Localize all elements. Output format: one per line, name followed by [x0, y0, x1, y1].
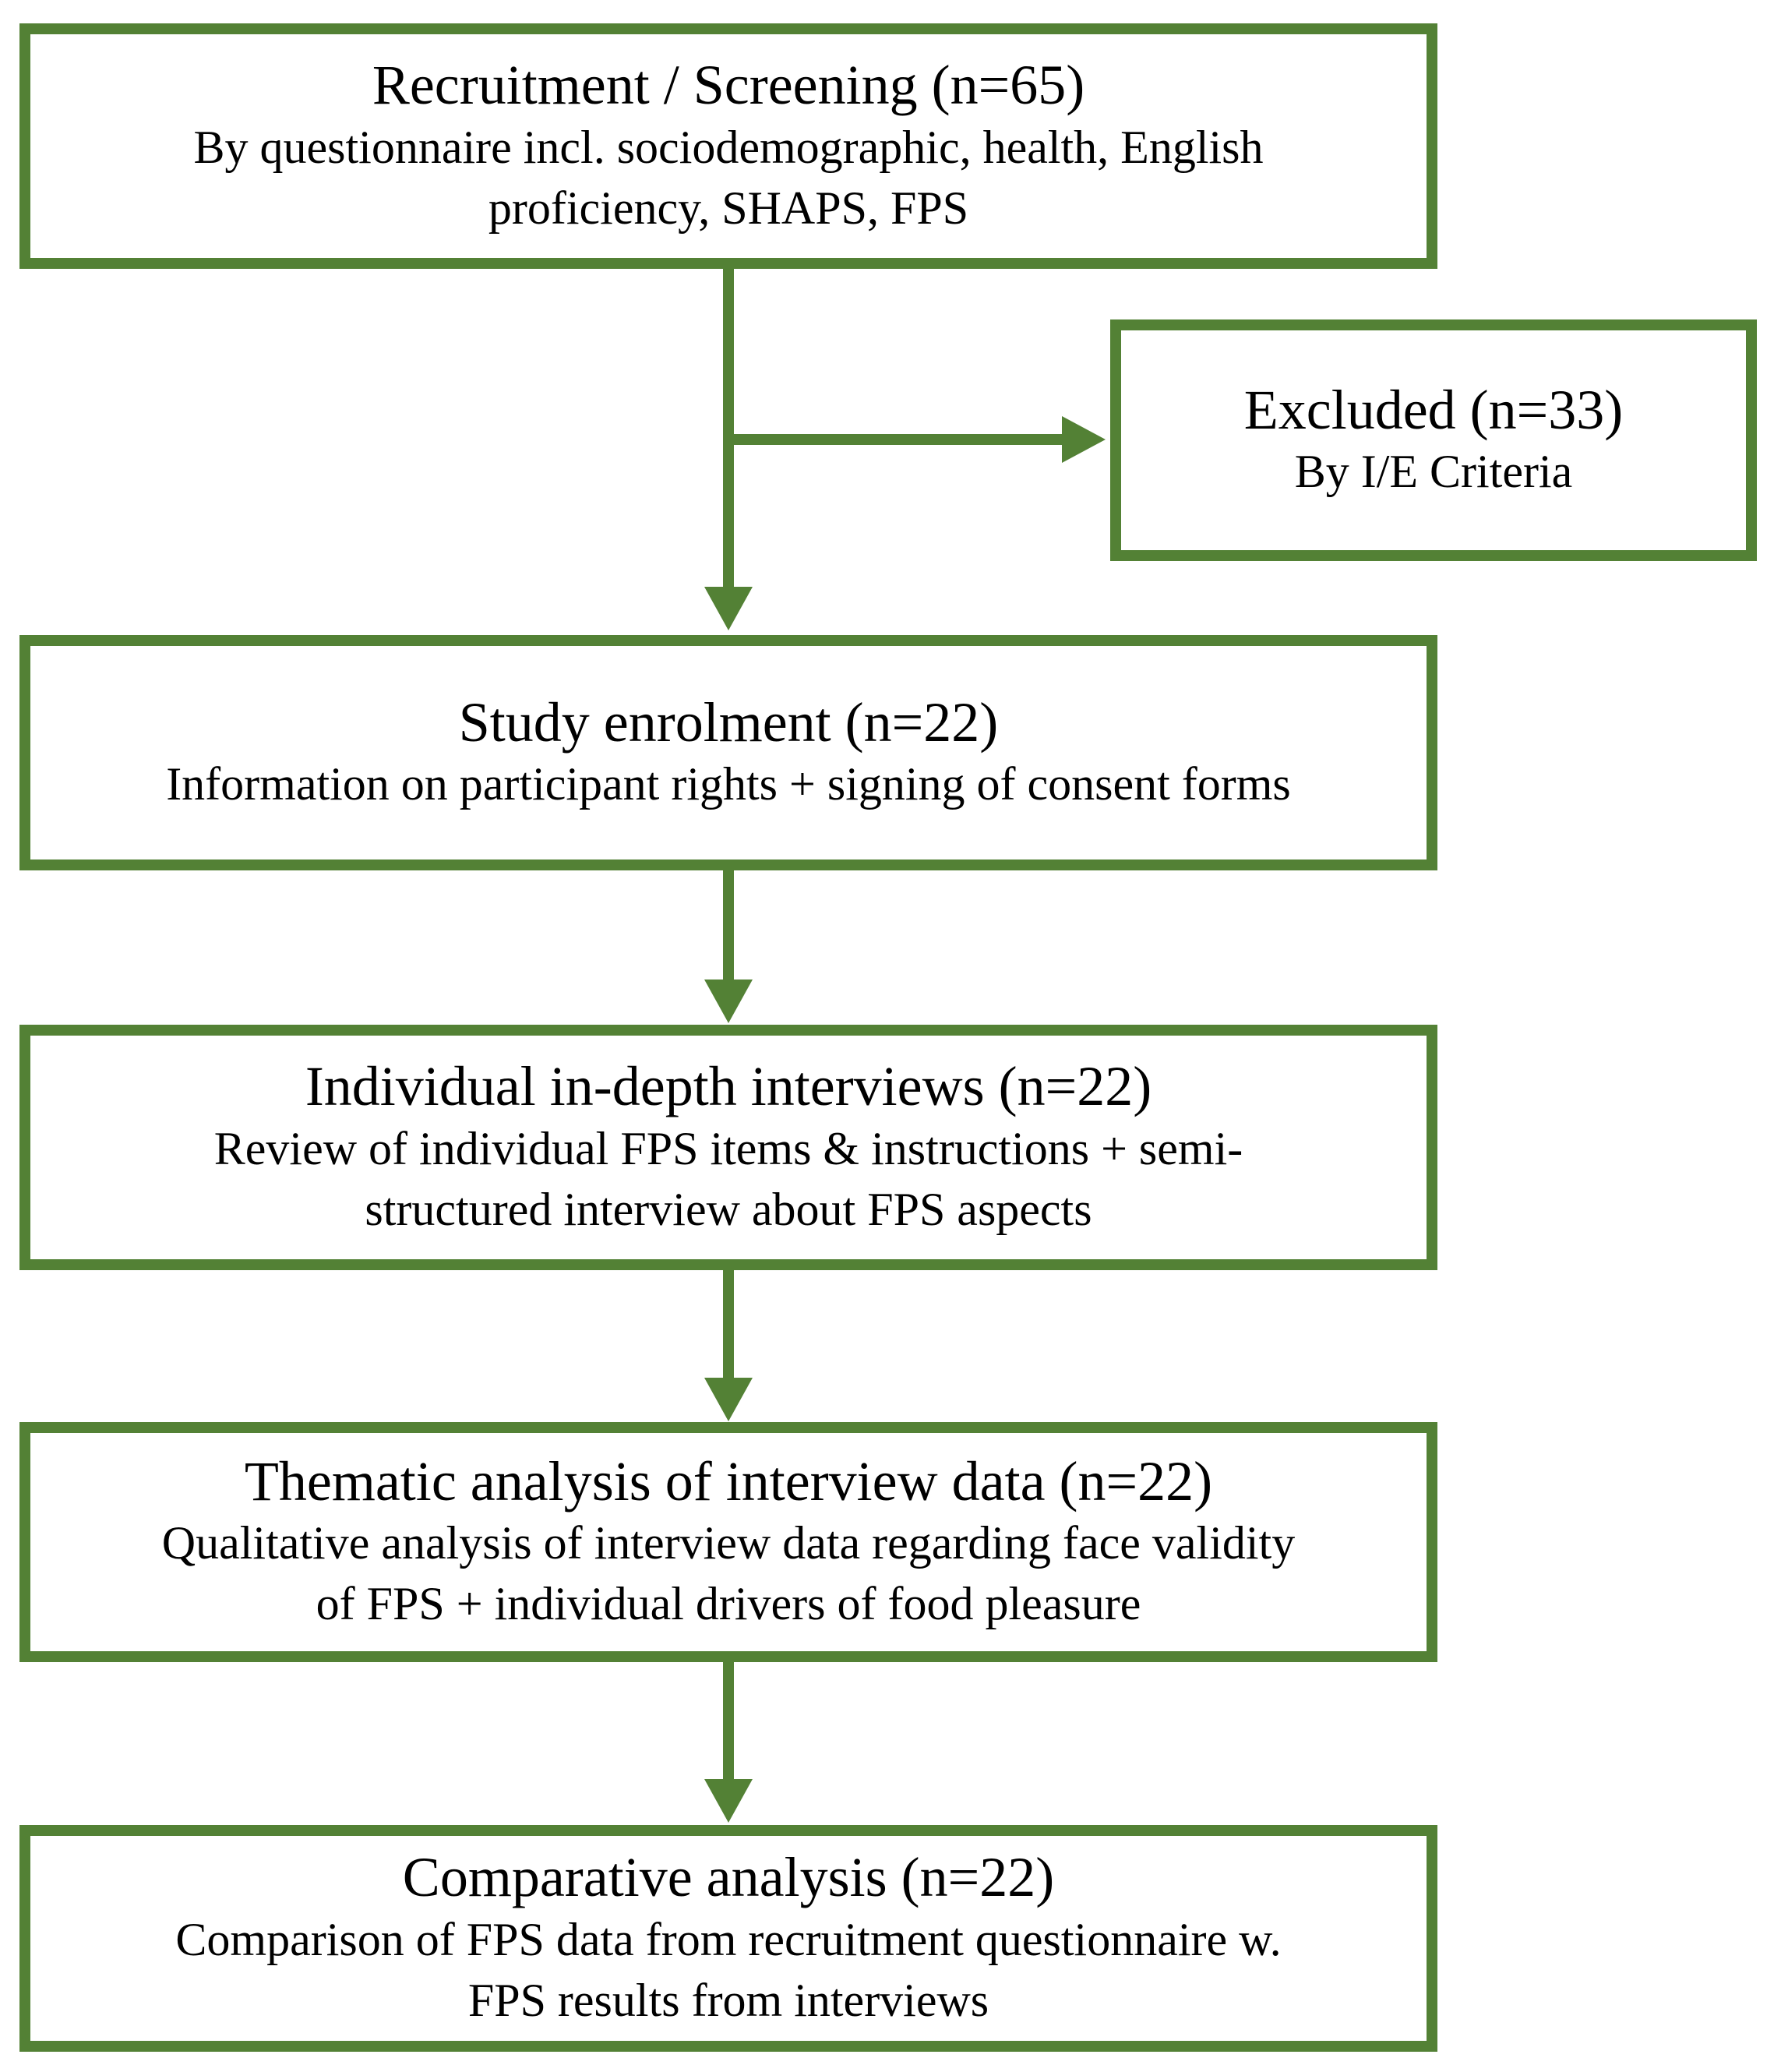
box-subtitle-line: By questionnaire incl. sociodemographic,… — [193, 121, 1264, 173]
flow-box-recruitment-screening: Recruitment / Screening (n=65) By questi… — [19, 23, 1437, 269]
arrowhead-down-icon — [704, 980, 753, 1023]
box-subtitle-line: Qualitative analysis of interview data r… — [161, 1517, 1296, 1569]
box-title: Recruitment / Screening (n=65) — [372, 54, 1085, 117]
connector-thematic-to-comparative — [723, 1662, 734, 1781]
arrowhead-down-icon — [704, 587, 753, 630]
box-title: Thematic analysis of interview data (n=2… — [244, 1449, 1213, 1513]
flow-box-comparative-analysis: Comparative analysis (n=22) Comparison o… — [19, 1825, 1437, 2052]
box-subtitle-line: Comparison of FPS data from recruitment … — [175, 1913, 1282, 1965]
box-title: Individual in-depth interviews (n=22) — [305, 1055, 1152, 1118]
box-subtitle-line: FPS results from interviews — [467, 1974, 989, 2026]
flow-box-study-enrolment: Study enrolment (n=22) Information on pa… — [19, 635, 1437, 870]
connector-interviews-to-thematic — [723, 1270, 734, 1379]
box-subtitle-line: proficiency, SHAPS, FPS — [488, 182, 969, 234]
box-title: Excluded (n=33) — [1243, 378, 1624, 441]
connector-recruitment-to-excluded — [723, 434, 1064, 445]
connector-enrolment-to-interviews — [723, 870, 734, 981]
box-subtitle-line: Review of individual FPS items & instruc… — [213, 1122, 1243, 1174]
box-title: Comparative analysis (n=22) — [402, 1846, 1055, 1909]
flow-box-interviews: Individual in-depth interviews (n=22) Re… — [19, 1025, 1437, 1270]
box-title: Study enrolment (n=22) — [458, 690, 999, 754]
flow-box-excluded: Excluded (n=33) By I/E Criteria — [1110, 319, 1757, 561]
box-subtitle-line: of FPS + individual drivers of food plea… — [316, 1578, 1141, 1630]
arrowhead-down-icon — [704, 1378, 753, 1421]
box-subtitle-line: Information on participant rights + sign… — [166, 758, 1291, 810]
arrowhead-right-icon — [1062, 416, 1106, 463]
box-subtitle-line: structured interview about FPS aspects — [365, 1183, 1092, 1235]
arrowhead-down-icon — [704, 1779, 753, 1823]
connector-recruitment-to-enrolment — [723, 269, 734, 590]
box-subtitle-line: By I/E Criteria — [1294, 446, 1573, 498]
flow-box-thematic-analysis: Thematic analysis of interview data (n=2… — [19, 1422, 1437, 1662]
